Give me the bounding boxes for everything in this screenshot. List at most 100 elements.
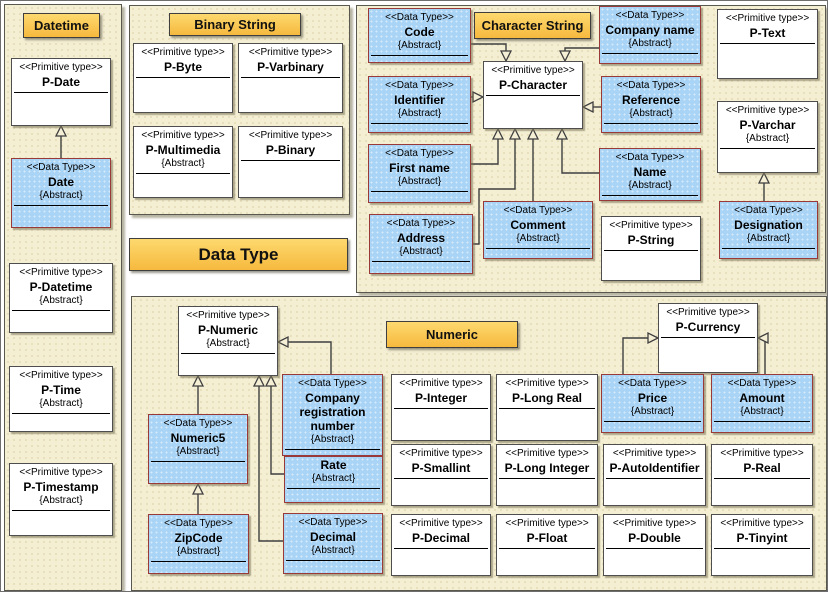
stereotype-label: <<Primitive type>> <box>505 448 589 459</box>
class-p-binary[interactable]: <<Primitive type>> P-Binary <box>238 126 343 198</box>
stereotype-label: <<Primitive type>> <box>612 518 697 529</box>
class-date[interactable]: <<Data Type>> Date {Abstract} <box>11 158 111 228</box>
class-name: P-Varbinary <box>257 60 324 74</box>
compartment-divider <box>394 478 488 479</box>
class-p-date[interactable]: <<Primitive type>> P-Date <box>11 58 111 126</box>
class-p-real[interactable]: <<Primitive type>> P-Real <box>711 444 813 506</box>
class-price[interactable]: <<Data Type>> Price {Abstract} <box>601 374 704 433</box>
class-reference[interactable]: <<Data Type>> Reference {Abstract} <box>601 76 701 133</box>
attributes-compartment <box>369 124 470 132</box>
stereotype-label: <<Primitive type>> <box>19 267 103 278</box>
class-p-byte[interactable]: <<Primitive type>> P-Byte <box>133 43 233 113</box>
attributes-compartment <box>718 149 817 172</box>
generalization-date-p-date <box>54 124 68 158</box>
class-decimal[interactable]: <<Data Type>> Decimal {Abstract} <box>283 513 383 574</box>
generalization-identifier-p-character <box>471 90 485 104</box>
stereotype-label: <<Data Type>> <box>385 148 454 159</box>
class-p-autoidentifier[interactable]: <<Primitive type>> P-AutoIdentifier <box>603 444 706 506</box>
class-p-string[interactable]: <<Primitive type>> P-String <box>601 216 701 281</box>
class-p-varchar[interactable]: <<Primitive type>> P-Varchar {Abstract} <box>717 101 818 173</box>
abstract-constraint: {Abstract} <box>628 180 672 191</box>
compartment-divider <box>286 560 380 561</box>
attributes-compartment <box>604 479 705 505</box>
attributes-compartment <box>484 96 582 128</box>
class-name: P-Date <box>41 75 80 89</box>
class-first-name[interactable]: <<Data Type>> First name {Abstract} <box>368 144 471 203</box>
class-company-name[interactable]: <<Data Type>> Company name {Abstract} <box>599 6 701 64</box>
class-p-long-real[interactable]: <<Primitive type>> P-Long Real <box>496 374 598 441</box>
generalization-reference-p-character <box>581 100 601 114</box>
compartment-divider <box>151 561 246 562</box>
class-address[interactable]: <<Data Type>> Address {Abstract} <box>369 214 473 274</box>
compartment-divider <box>499 478 595 479</box>
class-amount[interactable]: <<Data Type>> Amount {Abstract} <box>711 374 813 433</box>
class-comment[interactable]: <<Data Type>> Comment {Abstract} <box>483 201 593 259</box>
attributes-compartment <box>12 206 110 227</box>
class-p-float[interactable]: <<Primitive type>> P-Float <box>496 514 598 576</box>
compartment-divider <box>722 248 815 249</box>
class-p-character[interactable]: <<Primitive type>> P-Character <box>483 61 583 129</box>
class-p-double[interactable]: <<Primitive type>> P-Double <box>603 514 706 576</box>
generalization-designation-p-varchar <box>757 171 771 201</box>
abstract-constraint: {Abstract} <box>311 473 356 484</box>
class-name: P-Varchar <box>739 118 796 132</box>
class-name: Reference <box>621 93 681 107</box>
attributes-compartment <box>720 249 817 258</box>
attributes-compartment <box>600 54 700 63</box>
stereotype-label: <<Primitive type>> <box>19 370 103 381</box>
compartment-divider <box>714 478 810 479</box>
abstract-constraint: {Abstract} <box>397 176 442 187</box>
class-p-smallint[interactable]: <<Primitive type>> P-Smallint <box>391 444 491 506</box>
class-name: P-String <box>627 233 675 247</box>
stereotype-label: <<Primitive type>> <box>399 378 483 389</box>
class-p-datetime[interactable]: <<Primitive type>> P-Datetime {Abstract} <box>9 263 113 333</box>
class-name-datatype[interactable]: <<Data Type>> Name {Abstract} <box>599 148 701 201</box>
class-name: Identifier <box>394 93 445 107</box>
attributes-compartment <box>497 409 597 440</box>
stereotype-label: <<Primitive type>> <box>666 307 750 318</box>
class-code[interactable]: <<Data Type>> Code {Abstract} <box>368 8 471 63</box>
attributes-compartment <box>497 549 597 575</box>
class-name: P-Byte <box>163 60 202 74</box>
generalization-numeric5-p-numeric <box>191 374 205 414</box>
stereotype-label: <<Primitive type>> <box>248 130 333 141</box>
abstract-constraint: {Abstract} <box>628 38 672 49</box>
class-p-varbinary[interactable]: <<Primitive type>> P-Varbinary <box>238 43 343 113</box>
class-company-registration-number[interactable]: <<Data Type>> Company registration numbe… <box>282 374 383 456</box>
stereotype-label: <<Data Type>> <box>615 152 685 163</box>
panel-title-numeric: Numeric <box>386 321 518 348</box>
stereotype-label: <<Primitive type>> <box>399 448 483 459</box>
class-designation[interactable]: <<Data Type>> Designation {Abstract} <box>719 201 818 259</box>
class-name: P-Double <box>628 531 681 545</box>
class-p-multimedia[interactable]: <<Primitive type>> P-Multimedia {Abstrac… <box>133 126 233 198</box>
compartment-divider <box>12 413 110 414</box>
class-p-long-integer[interactable]: <<Primitive type>> P-Long Integer <box>496 444 598 506</box>
class-p-currency[interactable]: <<Primitive type>> P-Currency <box>658 303 758 373</box>
class-numeric5[interactable]: <<Data Type>> Numeric5 {Abstract} <box>148 414 248 484</box>
class-rate[interactable]: Rate {Abstract} <box>284 456 383 503</box>
abstract-constraint: {Abstract} <box>39 495 83 506</box>
compartment-divider <box>606 548 703 549</box>
class-zipcode[interactable]: <<Data Type>> ZipCode {Abstract} <box>148 514 249 574</box>
class-name: Rate <box>320 458 347 472</box>
compartment-divider <box>241 77 340 78</box>
class-name: Amount <box>739 391 785 405</box>
class-p-timestamp[interactable]: <<Primitive type>> P-Timestamp {Abstract… <box>9 463 113 536</box>
attributes-compartment <box>370 262 472 273</box>
compartment-divider <box>606 478 703 479</box>
class-p-text[interactable]: <<Primitive type>> P-Text <box>717 9 818 79</box>
attributes-compartment <box>712 549 812 575</box>
class-p-time[interactable]: <<Primitive type>> P-Time {Abstract} <box>9 366 113 432</box>
class-p-tinyint[interactable]: <<Primitive type>> P-Tinyint <box>711 514 813 576</box>
class-p-integer[interactable]: <<Primitive type>> P-Integer <box>391 374 491 441</box>
panel-title-datetime: Datetime <box>23 13 100 38</box>
class-p-decimal[interactable]: <<Primitive type>> P-Decimal <box>391 514 491 576</box>
class-name: Name <box>633 165 667 179</box>
compartment-divider <box>486 248 590 249</box>
attributes-compartment <box>602 422 703 432</box>
class-p-numeric[interactable]: <<Primitive type>> P-Numeric {Abstract} <box>178 306 278 376</box>
compartment-divider <box>287 488 380 489</box>
class-name: P-Datetime <box>29 280 93 294</box>
compartment-divider <box>604 250 698 251</box>
class-identifier[interactable]: <<Data Type>> Identifier {Abstract} <box>368 76 471 133</box>
